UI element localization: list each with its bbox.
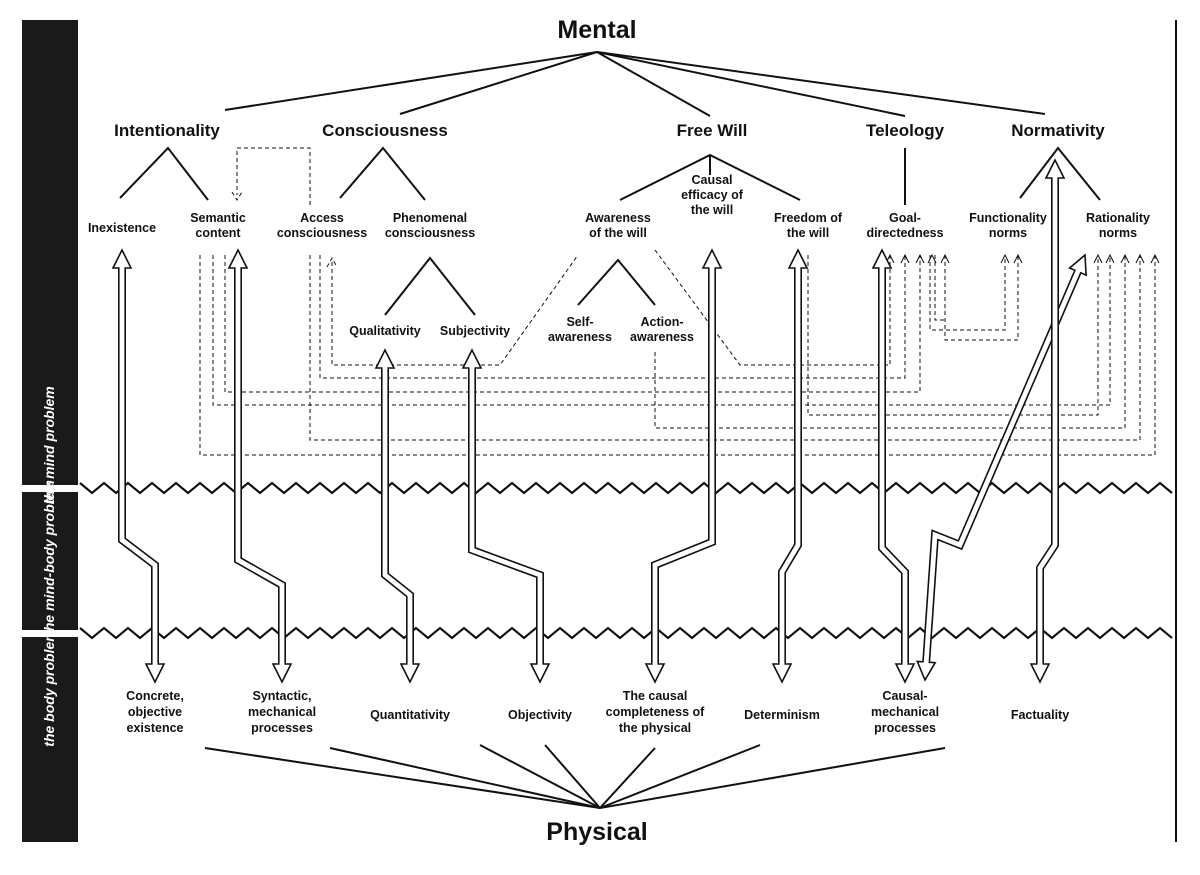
arrow-rationality-to-causal-mechanical [916, 253, 1087, 682]
dashed-arrowheads [885, 253, 1160, 264]
dashed-arrowhead [1105, 253, 1115, 264]
category-teleology: Teleology [866, 121, 945, 140]
dashed-arrowhead [1120, 253, 1130, 264]
arrow-qualitativity-to-quantitativity [374, 348, 421, 684]
category-free-will: Free Will [677, 121, 748, 140]
mental-title: Mental [557, 16, 636, 44]
dashed-arrowhead [1013, 253, 1023, 264]
dashed-arrowhead [1000, 253, 1010, 264]
dashed-arrowhead [1135, 253, 1145, 264]
dashed-arrowhead [940, 253, 950, 264]
arrow-inexistence-to-concrete [111, 248, 166, 684]
arrow-causal-efficacy-to-completeness [644, 248, 723, 684]
aspect-self-awareness: Self-awareness [548, 315, 612, 344]
arrow-normativity-to-factuality [1029, 158, 1066, 684]
arrow-freedom-to-determinism [771, 248, 809, 684]
band-label-body: the body problem [41, 629, 57, 746]
physical-quantitativity: Quantitativity [370, 708, 450, 722]
dashed-relation-lines [199, 147, 1156, 456]
aspect-qualitativity: Qualitativity [349, 324, 421, 338]
arrow-semantic-to-syntactic [227, 248, 293, 684]
arrow-subjectivity-to-objectivity [461, 348, 551, 684]
category-normativity: Normativity [1011, 121, 1105, 140]
band-label-mind: the mind problem [41, 386, 57, 503]
category-intentionality: Intentionality [114, 121, 220, 140]
aspect-action-awareness: Action-awareness [630, 315, 694, 344]
arrow-goal-to-causal-mechanical [871, 248, 916, 684]
aspect-goal-directedness: Goal-directedness [866, 211, 943, 240]
bar-gap-2 [22, 630, 78, 637]
physical-objectivity: Objectivity [508, 708, 572, 722]
physical-title: Physical [546, 818, 647, 846]
band-label-mind-body: the mind-body problem [41, 480, 57, 636]
category-consciousness: Consciousness [322, 121, 448, 140]
dashed-arrowhead [1093, 253, 1103, 264]
dashed-arrowhead [900, 253, 910, 264]
double-arrows [111, 158, 1087, 684]
physical-fan-lines [204, 744, 946, 809]
mental-fan-lines [224, 51, 1046, 117]
physical-factuality: Factuality [1011, 708, 1069, 722]
dashed-arrowhead [927, 253, 937, 264]
mind-body-boundary-upper [79, 481, 1173, 495]
aspect-subjectivity: Subjectivity [440, 324, 510, 338]
bar-gap-1 [22, 485, 78, 492]
aspect-inexistence: Inexistence [88, 221, 156, 235]
side-bar [22, 20, 78, 842]
dashed-arrowhead [1150, 253, 1160, 264]
mind-body-boundary-lower [79, 626, 1173, 640]
physical-determinism: Determinism [744, 708, 820, 722]
aspect-tree-lines [119, 146, 1101, 316]
dashed-arrowhead [915, 253, 925, 264]
